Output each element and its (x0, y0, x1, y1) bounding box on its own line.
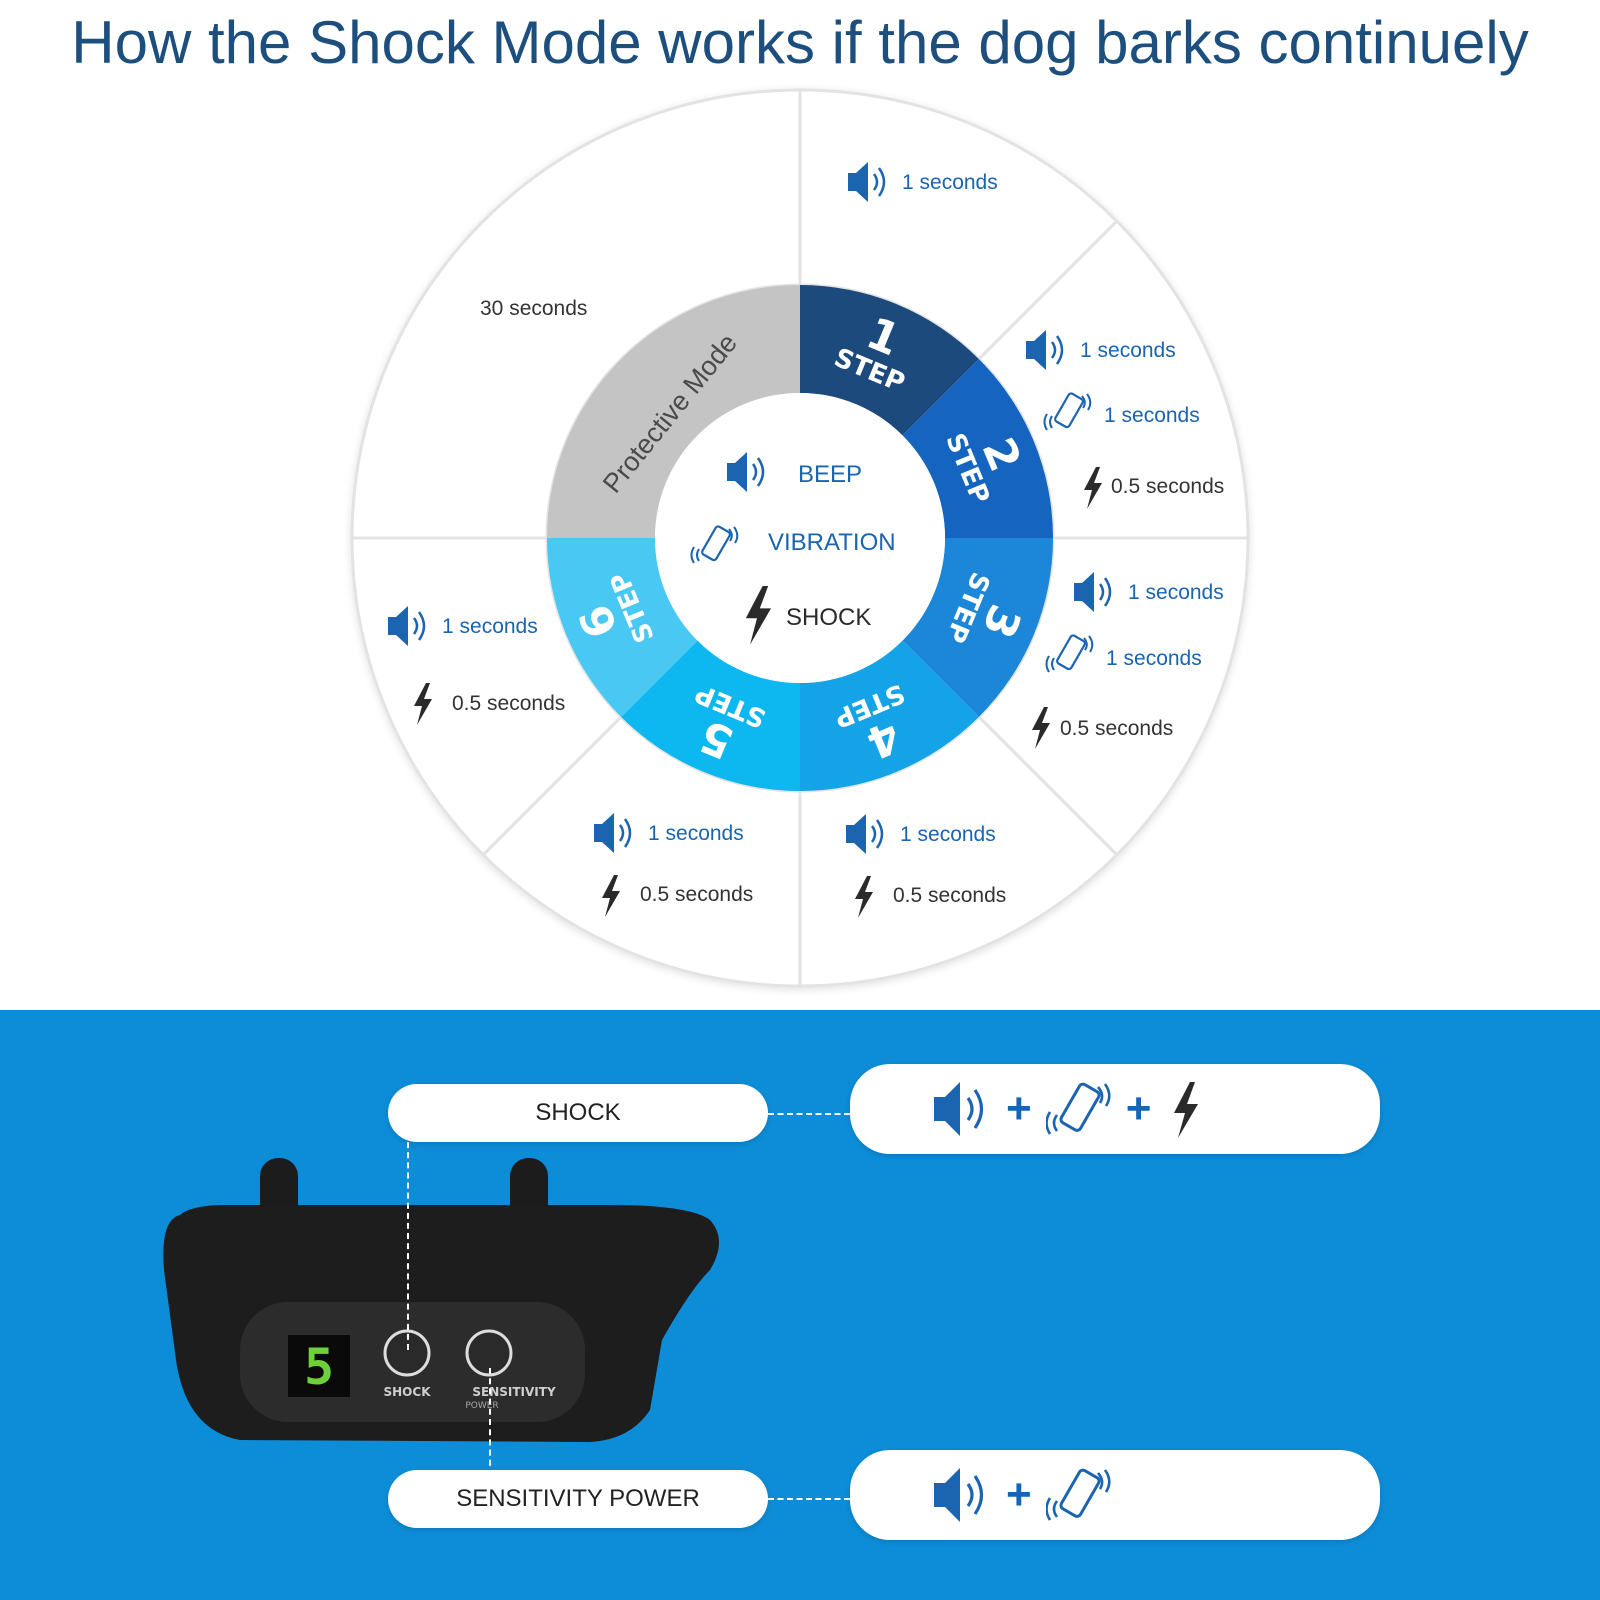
step6-shock: 0.5 seconds (452, 692, 565, 715)
plus-sign: + (1006, 1084, 1032, 1133)
sensitivity-connector-line (489, 1368, 491, 1476)
device-shock-label: SHOCK (384, 1385, 432, 1399)
sensitivity-label-pill: SENSITIVITY POWER (388, 1470, 768, 1528)
outer-ring (350, 88, 1250, 988)
protective-duration: 30 seconds (480, 297, 587, 320)
step4-beep: 1 seconds (900, 823, 996, 846)
step4-shock: 0.5 seconds (893, 884, 1006, 907)
step2-beep: 1 seconds (1080, 339, 1176, 362)
inner-segment-step3 (902, 538, 1053, 717)
legend-vibration: VIBRATION (768, 529, 896, 556)
legend-beep: BEEP (798, 461, 862, 488)
device-power-label: POWER (465, 1401, 498, 1411)
inner-segment-step5 (621, 640, 800, 791)
sensitivity-dash-line (768, 1498, 850, 1500)
step5-beep: 1 seconds (648, 822, 744, 845)
center-legend: BEEP VIBRATION SHOCK (690, 450, 896, 645)
step2-shock: 0.5 seconds (1111, 475, 1224, 498)
plus-sign: + (1125, 1084, 1152, 1133)
shock-dash-line (768, 1113, 850, 1115)
step3-shock: 0.5 seconds (1060, 717, 1173, 740)
plus-sign: + (1006, 1470, 1032, 1519)
collar-device: 5 SHOCK SENSITIVITY POWER (163, 1158, 720, 1442)
device-sensitivity-label: SENSITIVITY (472, 1385, 556, 1399)
step-wheel-diagram: BEEP VIBRATION SHOCK 1STEP2STEP3STEP4STE… (350, 88, 1250, 988)
blue-panel: 5 SHOCK SENSITIVITY POWER SHOCK + + (0, 1010, 1600, 1600)
outer-annotations: 30 seconds 1 seconds 1 seconds 1 seconds… (386, 160, 1224, 918)
inner-segment-step6 (547, 538, 698, 717)
display-digit: 5 (304, 1338, 334, 1396)
digit-display (288, 1335, 350, 1397)
shock-connector-line (407, 1122, 409, 1350)
shock-label-pill: SHOCK (388, 1084, 768, 1142)
inner-ring (547, 285, 1053, 792)
step3-vibration: 1 seconds (1106, 647, 1202, 670)
step5-shock: 0.5 seconds (640, 883, 753, 906)
sensitivity-callout-label: SENSITIVITY POWER (456, 1485, 700, 1512)
step6-beep: 1 seconds (442, 615, 538, 638)
page-title: How the Shock Mode works if the dog bark… (71, 9, 1529, 76)
shock-callout-label: SHOCK (535, 1099, 621, 1126)
vibration-icon (1045, 1468, 1111, 1521)
inner-segment-step1 (800, 285, 979, 436)
legend-shock: SHOCK (786, 604, 871, 631)
shock-combo-pill: + + (850, 1064, 1380, 1154)
inner-segment-step2 (902, 359, 1053, 538)
vibration-icon (1045, 1082, 1111, 1135)
step2-vibration: 1 seconds (1104, 404, 1200, 427)
speaker-icon (934, 1082, 984, 1136)
step3-beep: 1 seconds (1128, 581, 1224, 604)
inner-segment-protective (547, 285, 800, 538)
speaker-icon (934, 1468, 984, 1522)
sensitivity-combo-pill: + (850, 1450, 1380, 1540)
lightning-icon (1174, 1082, 1199, 1138)
step1-beep: 1 seconds (902, 171, 998, 194)
inner-segment-step4 (800, 640, 979, 792)
